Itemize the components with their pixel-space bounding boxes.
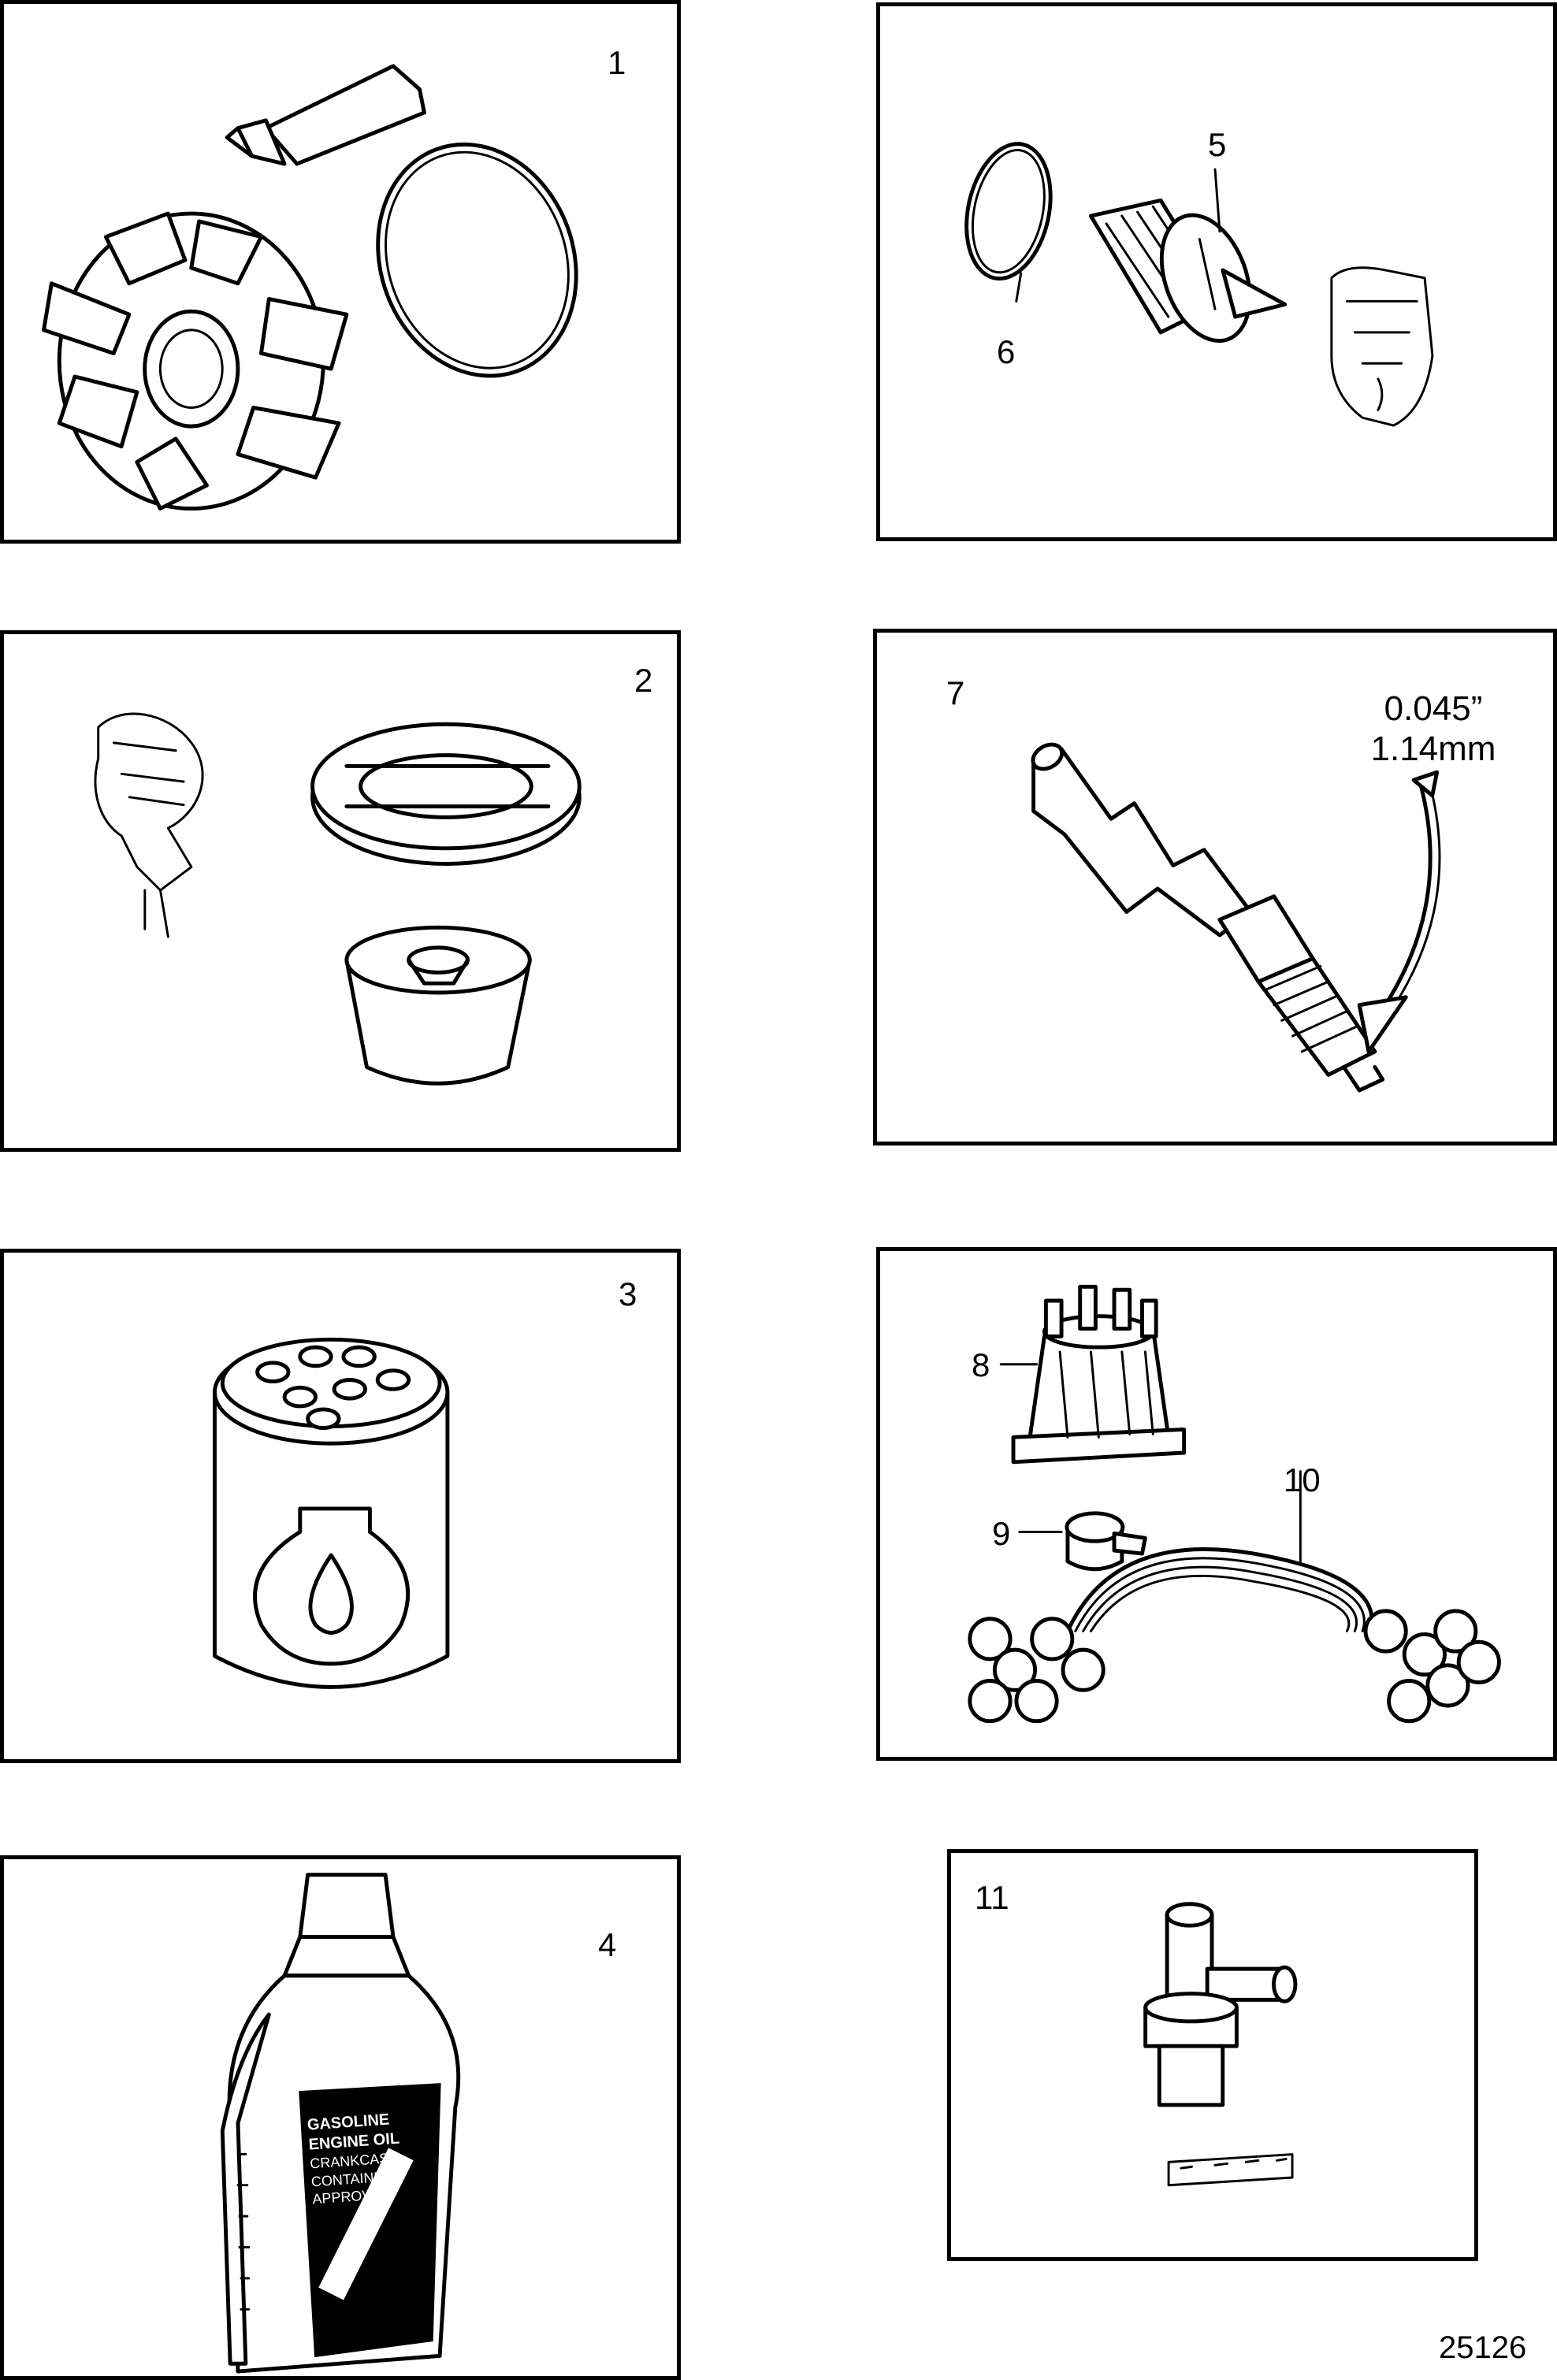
carburetor-icon	[94, 712, 204, 938]
panel-thermostat: 5 6	[876, 2, 1557, 541]
engine-oil-illustration	[220, 1873, 461, 2374]
spark-plug-icon	[1031, 742, 1385, 1093]
item-label-11: 11	[975, 1879, 1009, 1916]
thermostat-icon	[1088, 198, 1288, 343]
ignition-parts-illustration	[968, 1284, 1501, 1724]
flame-arrestor-illustration	[94, 712, 582, 1086]
fuel-filter-icon	[213, 1337, 450, 1689]
panel-impeller-kit: 1	[0, 0, 681, 544]
spark-plug-wires-icon	[968, 1547, 1501, 1724]
spark-gap-label: 0.045” 1.14mm	[1331, 689, 1536, 769]
impeller-icon	[42, 211, 349, 511]
pcv-valve-illustration	[1143, 1902, 1298, 2187]
gap-arrow-icon	[1357, 770, 1441, 1054]
spark-plug-illustration	[1031, 742, 1441, 1093]
flame-arrestor-cup-icon	[344, 925, 532, 1086]
item-label-8: 8	[972, 1346, 990, 1383]
item-label-7: 7	[946, 674, 965, 711]
figure-reference-number: 25126	[1439, 2330, 1527, 2365]
panel-spark-plug: 7 0.045” 1.14mm	[873, 629, 1557, 1145]
spark-gap-metric: 1.14mm	[1370, 729, 1496, 768]
item-label-9: 9	[992, 1515, 1011, 1552]
item-label-2: 2	[634, 662, 653, 699]
pcv-valve-icon	[1143, 1902, 1298, 2187]
oil-label-text: GASOLINE ENGINE OIL CRANKCASE CONTAINER …	[307, 2107, 439, 2208]
item-label-10: 10	[1284, 1461, 1321, 1498]
leader-line-5	[1213, 168, 1221, 233]
fuel-filter-illustration	[213, 1337, 450, 1689]
gasket-icon	[310, 722, 582, 866]
impeller-kit-illustration	[42, 64, 578, 511]
panel-engine-oil: GASOLINE ENGINE OIL CRANKCASE CONTAINER …	[0, 1855, 681, 2380]
o-ring-icon	[376, 142, 578, 378]
distributor-cap-icon	[1011, 1284, 1187, 1465]
item-label-1: 1	[608, 44, 626, 81]
oil-bottle-icon	[220, 1873, 461, 2374]
item-label-4: 4	[598, 1926, 617, 1963]
leader-line-6	[1015, 272, 1023, 303]
item-label-6: 6	[997, 333, 1016, 370]
grease-tube-icon	[225, 64, 426, 166]
panel-fuel-filter: 3	[0, 1249, 681, 1763]
thermostat-seal-icon	[964, 142, 1053, 281]
thermostat-illustration	[964, 142, 1434, 427]
item-label-5: 5	[1208, 126, 1227, 163]
thermostat-housing-icon	[1330, 266, 1434, 427]
panel-flame-arrestor: 2	[0, 630, 681, 1152]
panel-ignition-parts: 8 9 10	[876, 1247, 1557, 1761]
item-label-3: 3	[619, 1275, 637, 1313]
spark-gap-imperial: 0.045”	[1384, 689, 1483, 728]
rotor-icon	[1065, 1511, 1147, 1572]
panel-pcv-valve: 11	[947, 1849, 1478, 2261]
